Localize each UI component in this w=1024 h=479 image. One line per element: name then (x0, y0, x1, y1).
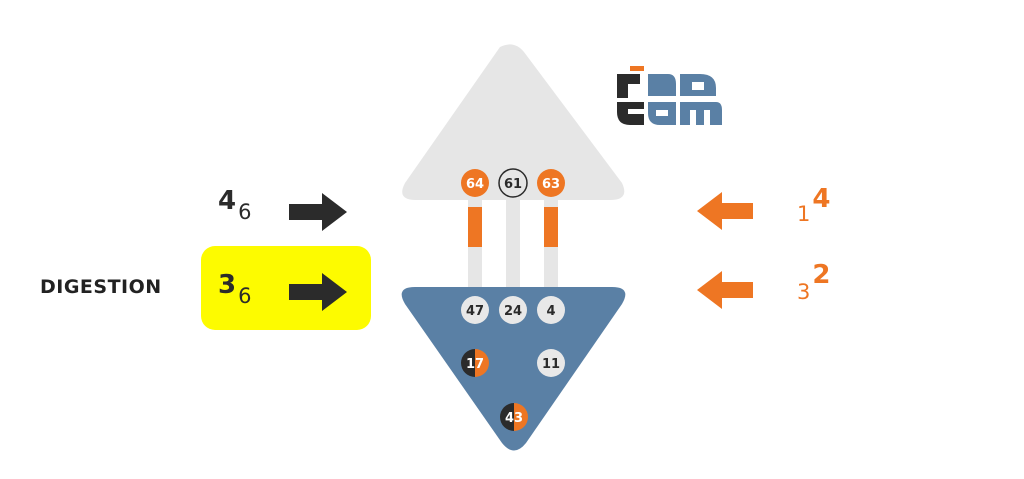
connector-left-accent (468, 207, 482, 247)
point-marker (498, 168, 528, 198)
point-marker (537, 169, 565, 197)
point-marker (461, 296, 489, 324)
left-bottom-code-minor: 6 (238, 284, 252, 308)
upper-triangle (402, 44, 625, 200)
right-bottom-code-minor: 3 (797, 280, 811, 304)
point-marker (537, 296, 565, 324)
point-label-lower-2: 24 (504, 304, 522, 319)
right-arrow-icon (289, 193, 347, 231)
left-top-code-major: 4 (218, 186, 237, 216)
left-bottom-code: 36 (218, 270, 251, 307)
point-label-lower-5: 11 (542, 357, 560, 372)
point-label-lower-3: 4 (546, 304, 555, 319)
lower-triangle (401, 287, 626, 451)
digestion-label: DIGESTION (40, 276, 162, 298)
active-row-highlight (201, 246, 371, 330)
logo (617, 66, 722, 125)
left-top-code: 46 (218, 186, 251, 223)
split-point-marker (461, 349, 489, 377)
point-label-upper-right: 63 (542, 177, 560, 192)
right-bottom-code: 32 (797, 260, 831, 303)
point-label-upper-left: 64 (466, 177, 484, 192)
point-label-lower-4: 17 (466, 357, 484, 372)
point-marker (499, 296, 527, 324)
right-top-code-minor: 1 (797, 202, 811, 226)
point-label-lower-6: 43 (505, 411, 523, 426)
left-arrow-icon (697, 192, 753, 230)
point-label-upper-center: 61 (504, 177, 522, 192)
right-arrow-icon (289, 273, 347, 311)
point-label-lower-1: 47 (466, 304, 484, 319)
left-arrow-icon (697, 271, 753, 309)
point-marker (537, 349, 565, 377)
right-bottom-code-major: 2 (812, 260, 831, 290)
left-top-code-minor: 6 (238, 200, 252, 224)
point-marker (461, 169, 489, 197)
left-bottom-code-major: 3 (218, 270, 237, 300)
connector-center (506, 200, 520, 287)
connector-right-accent (544, 207, 558, 247)
split-point-marker (500, 403, 528, 431)
right-top-code-major: 4 (812, 184, 831, 214)
right-top-code: 14 (797, 184, 831, 225)
